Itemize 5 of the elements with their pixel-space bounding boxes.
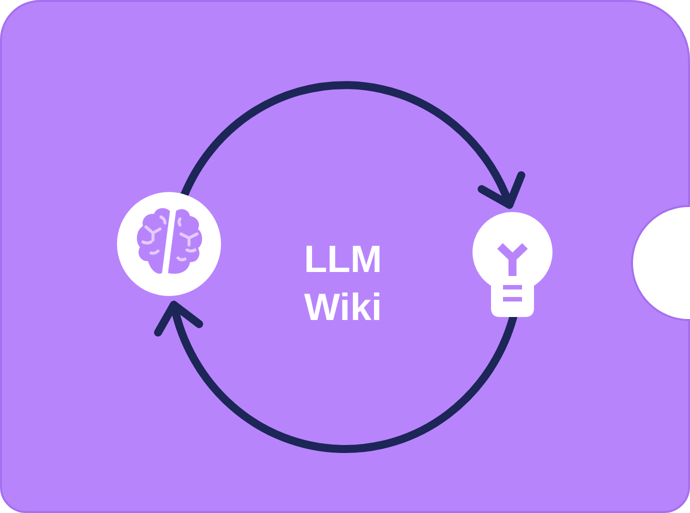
center-title: LLM Wiki [304,238,382,331]
lightbulb-icon [472,212,553,318]
cycle-arrow [180,81,524,209]
brain-icon [117,192,221,296]
cycle-arrow [156,300,518,453]
